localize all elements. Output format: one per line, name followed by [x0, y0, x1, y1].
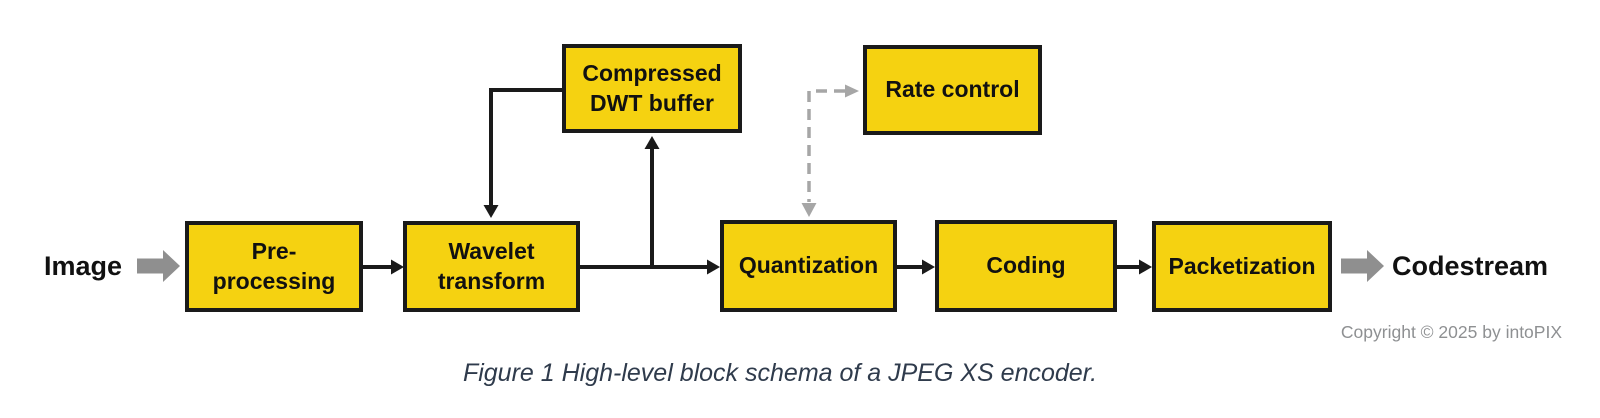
- arrow-coding-to-packetization: [1117, 259, 1152, 275]
- figure-caption: Figure 1 High-level block schema of a JP…: [462, 359, 1098, 387]
- block-wavelet-transform: Wavelet transform: [403, 221, 580, 312]
- block-label-line: Packetization: [1168, 252, 1316, 279]
- block-coding: Coding: [935, 220, 1117, 312]
- arrow-preprocessing-to-wavelet: [363, 259, 404, 275]
- block-compressed-dwt-buffer: Compressed DWT buffer: [562, 44, 742, 133]
- block-label-line: transform: [437, 267, 546, 294]
- block-label-line: Coding: [986, 252, 1066, 279]
- input-block-arrow-icon: [137, 250, 180, 282]
- block-label-line: processing: [212, 267, 336, 294]
- arrow-quantization-to-coding: [897, 259, 935, 275]
- input-label: Image: [44, 251, 123, 281]
- block-preprocessing: Pre- processing: [185, 221, 363, 312]
- dashed-rate-control-quantization-link: [801, 84, 859, 217]
- block-quantization: Quantization: [720, 220, 897, 312]
- arrow-dwt-buffer-to-wavelet: [483, 88, 562, 218]
- arrow-output-to-dwt-buffer: [644, 136, 660, 267]
- output-label: Codestream: [1392, 251, 1549, 281]
- arrow-wavelet-to-quantization: [580, 259, 720, 275]
- block-label-line: Quantization: [738, 252, 879, 279]
- block-label-line: Rate control: [885, 76, 1020, 103]
- copyright-text: Copyright © 2025 by intoPIX: [1340, 322, 1562, 342]
- block-label-line: Compressed: [582, 60, 722, 87]
- block-label-line: DWT buffer: [590, 89, 714, 116]
- output-block-arrow-icon: [1341, 250, 1384, 282]
- block-label-line: Pre-: [251, 238, 297, 265]
- block-rate-control: Rate control: [863, 45, 1042, 135]
- block-label-line: Wavelet: [448, 238, 535, 265]
- block-packetization: Packetization: [1152, 221, 1332, 312]
